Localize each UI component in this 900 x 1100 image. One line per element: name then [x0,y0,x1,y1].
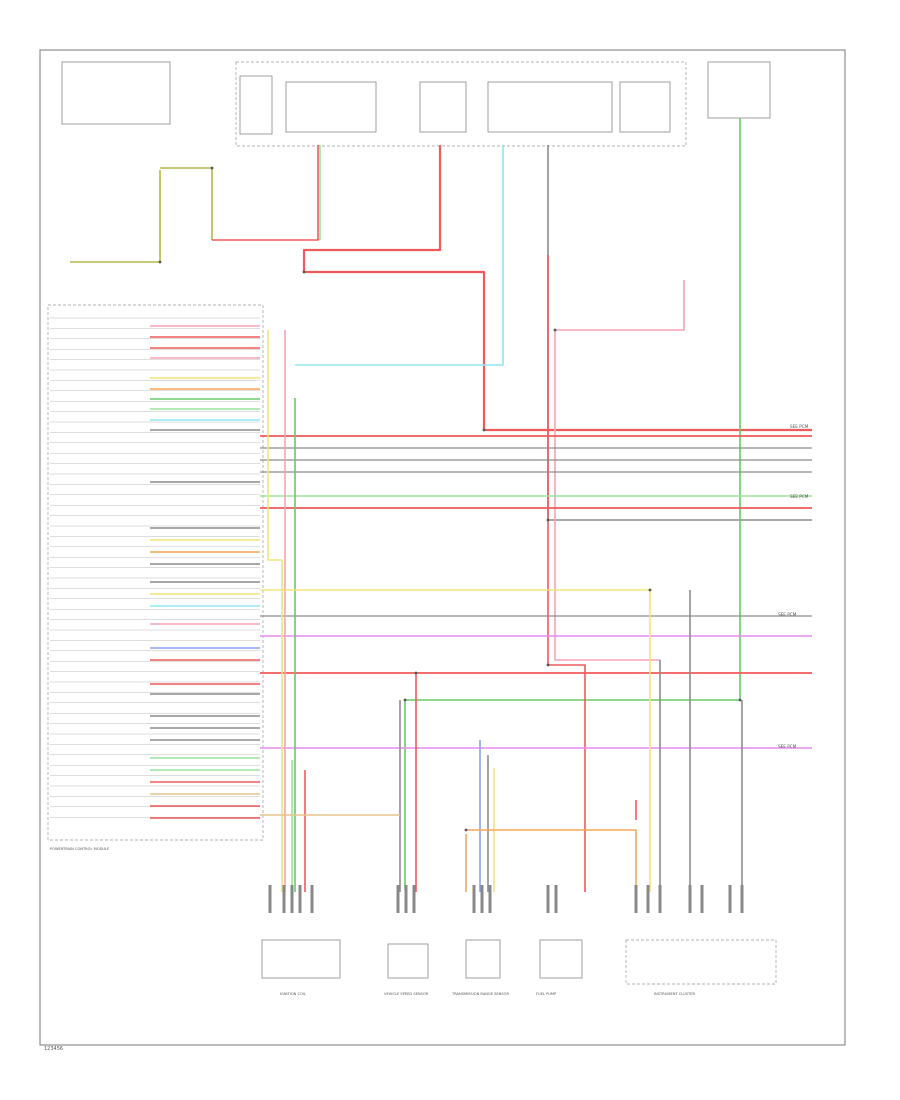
connector-pin [404,885,408,913]
connector-pin [700,885,704,913]
wire-red-10 [547,255,586,892]
wire-gray-7 [547,145,812,521]
footer-code: 123456 [44,1046,63,1052]
wire-red-3 [212,145,319,241]
bottom-label-ignition-coil: IGNITION COIL [280,992,306,996]
right-label-3: SEE PCM [778,612,797,617]
pcm-pins [50,317,260,818]
splice-dot [553,328,557,332]
connector-pin [282,885,286,913]
connector-pin [480,885,484,913]
connector-pin [546,885,550,913]
bottom-label-trs: TRANSMISSION RANGE SENSOR [451,992,509,996]
bottom-label-cluster: INSTRUMENT CLUSTER [654,992,695,996]
pcm-label: POWERTRAIN CONTROL MODULE [50,847,110,851]
wire-pink-9 [554,280,685,661]
power-distribution-box [235,61,687,147]
instrument-cluster-box [625,939,777,985]
connector-pin [658,885,662,913]
connector-pin [268,885,272,913]
bottom-label-fuel-pump: FUEL PUMP [536,992,557,996]
connector-pin [554,885,558,913]
fuse-box-right [707,61,771,119]
connector-pin [740,885,744,913]
splice-dot [403,698,407,702]
connector-pin [310,885,314,913]
relay-box-3 [419,81,467,133]
diagram-frame [39,49,846,1046]
pcm-box [47,304,264,841]
connector-pin [412,885,416,913]
ignition-coil-box [261,939,341,979]
connector-pin [488,885,492,913]
splices [158,166,744,913]
splice-dot [648,588,652,592]
splice-dot [546,518,550,522]
wire-red-5 [302,145,812,432]
splice-dot [546,663,550,667]
splice-dot [738,698,742,702]
right-label-4: SEE PCM [778,744,797,749]
relay-box-2 [285,81,377,133]
wire-olive-2 [160,167,213,240]
relay-box-1 [239,75,273,135]
wires [70,118,812,892]
relay-box-4 [487,81,613,133]
bottom-components [261,939,777,985]
splice-dot [482,428,486,432]
right-label-1: SEE PCM [790,424,809,429]
connector-pin [646,885,650,913]
bottom-label-vss: VEHICLE SPEED SENSOR [384,992,429,996]
splice-dot [302,270,306,274]
wire-yellow-53 [267,330,283,892]
top-components [61,61,771,147]
wire-green-8 [404,118,741,890]
wire-olive-1 [70,170,161,263]
ignition-switch-box [61,61,171,125]
connector-pin [298,885,302,913]
connector-pin [290,885,294,913]
wire-orange-65 [466,829,637,892]
transmission-range-sensor-box [465,939,501,979]
splice-dot [158,260,162,264]
connector-pin [728,885,732,913]
wire-cyan-6 [295,145,504,366]
vehicle-speed-sensor-box [387,943,429,979]
connector-pin [396,885,400,913]
connector-pin [472,885,476,913]
connector-pin [688,885,692,913]
relay-box-5 [619,81,671,133]
fuel-pump-box [539,939,583,979]
splice-dot [464,828,468,832]
right-label-2: SEE PCM [790,494,809,499]
splice-dot [414,671,418,675]
splice-dot [210,166,214,170]
connector-pin [634,885,638,913]
